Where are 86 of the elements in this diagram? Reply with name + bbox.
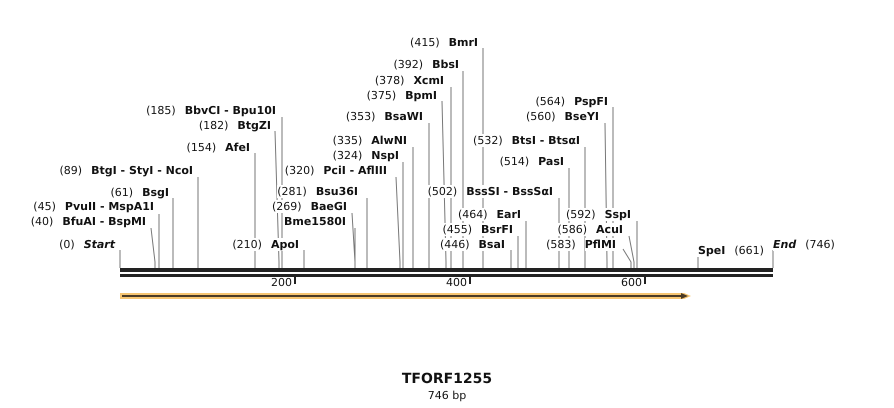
leader-line bbox=[172, 198, 174, 268]
site-position: (455) bbox=[442, 222, 472, 236]
leader-line bbox=[366, 198, 368, 268]
site-position: (335) bbox=[332, 134, 362, 146]
site-position: (154) bbox=[186, 140, 216, 154]
leader-line bbox=[352, 212, 356, 268]
enzyme-name: BsaWI bbox=[384, 110, 423, 122]
site-position: (746) bbox=[805, 238, 835, 250]
leader-line bbox=[412, 146, 414, 268]
sequence-bar bbox=[120, 268, 773, 277]
leader-line bbox=[158, 214, 160, 268]
map-title: TFORF1255 bbox=[402, 371, 492, 387]
enzyme-name: BsgI bbox=[142, 186, 169, 198]
leader-line bbox=[396, 176, 400, 268]
site-position: (415) bbox=[410, 36, 440, 48]
leader-line bbox=[622, 248, 632, 268]
site-position: (514) bbox=[500, 154, 530, 168]
scale-label: 400 bbox=[446, 276, 467, 289]
leader-line bbox=[636, 220, 638, 268]
enzyme-name: BmrI bbox=[448, 36, 478, 48]
enzyme-name: PvuII - MspA1I bbox=[64, 200, 154, 212]
enzyme-name: PciI - AflIII bbox=[323, 164, 387, 176]
site-position: (583) bbox=[546, 238, 576, 250]
enzyme-name: SspI bbox=[604, 208, 631, 220]
enzyme-name: EarI bbox=[496, 208, 521, 220]
site-position: (446) bbox=[440, 238, 470, 250]
site-position: (586) bbox=[557, 222, 588, 236]
scale-label: 600 bbox=[621, 276, 642, 289]
site-position: (185) bbox=[146, 104, 176, 116]
site-position: (61) bbox=[110, 186, 134, 198]
enzyme-name: BfuAI - BspMI bbox=[62, 214, 146, 228]
site-position: (502) bbox=[428, 184, 458, 198]
enzyme-name: BtsI - BtsαI bbox=[512, 134, 580, 146]
enzyme-name: BtgZI bbox=[237, 118, 271, 132]
enzyme-name: XcmI bbox=[413, 74, 444, 86]
enzyme-name: BpmI bbox=[405, 88, 437, 102]
enzyme-name: Start bbox=[84, 238, 115, 250]
enzyme-name: BaeGI bbox=[310, 200, 347, 212]
sequence-length: 746 bp bbox=[428, 389, 466, 402]
enzyme-name: AcuI bbox=[596, 222, 623, 236]
site-position: (182) bbox=[198, 118, 228, 132]
enzyme-name: Bsu36I bbox=[316, 184, 358, 198]
leader-line bbox=[510, 250, 512, 268]
enzyme-name: BssSI - BssSαI bbox=[466, 184, 553, 198]
enzyme-name: NspI bbox=[371, 148, 399, 162]
leader-line bbox=[772, 250, 774, 268]
site-position: (40) bbox=[30, 214, 54, 228]
site-position: (353) bbox=[346, 110, 376, 122]
site-position: (375) bbox=[366, 88, 396, 102]
leader-line bbox=[254, 152, 256, 268]
leader-line bbox=[150, 228, 156, 268]
site-position: (560) bbox=[526, 110, 556, 122]
enzyme-name: SpeI bbox=[698, 244, 726, 256]
site-position: (392) bbox=[394, 58, 424, 70]
enzyme-name: Bme1580I bbox=[284, 214, 346, 228]
site-position: (592) bbox=[566, 208, 596, 220]
enzyme-name: AlwNI bbox=[371, 134, 407, 146]
site-position: (45) bbox=[33, 200, 56, 212]
site-position: (564) bbox=[536, 94, 566, 108]
leader-line bbox=[628, 236, 634, 268]
enzyme-name: BbsI bbox=[432, 58, 459, 70]
site-position: (320) bbox=[284, 164, 314, 176]
site-position: (210) bbox=[232, 238, 262, 250]
site-position: (324) bbox=[332, 148, 362, 162]
site-position: (532) bbox=[473, 134, 503, 146]
enzyme-name: BsaI bbox=[478, 238, 505, 250]
site-position: (661) bbox=[734, 244, 764, 256]
site-position: (378) bbox=[374, 74, 404, 86]
enzyme-name: PasI bbox=[538, 154, 564, 168]
enzyme-name: PflMI bbox=[584, 238, 616, 250]
enzyme-name: ApoI bbox=[270, 238, 299, 250]
scale-label: 200 bbox=[271, 276, 292, 289]
site-position: (89) bbox=[60, 164, 82, 176]
site-position: (464) bbox=[458, 208, 488, 220]
site-position: (0) bbox=[59, 238, 75, 250]
site-position: (269) bbox=[272, 200, 302, 212]
leader-line bbox=[402, 162, 404, 268]
enzyme-name: BseYI bbox=[564, 110, 599, 122]
enzyme-name: AfeI bbox=[225, 140, 250, 154]
enzyme-name: PspFI bbox=[574, 94, 608, 108]
enzyme-name: BbvCI - Bpu10I bbox=[184, 104, 276, 116]
leader-line bbox=[428, 122, 430, 268]
enzyme-name: BtgI - StyI - NcoI bbox=[91, 164, 193, 176]
site-position: (281) bbox=[277, 184, 307, 198]
enzyme-name: End bbox=[773, 238, 796, 250]
enzyme-name: BsrFI bbox=[481, 222, 513, 236]
